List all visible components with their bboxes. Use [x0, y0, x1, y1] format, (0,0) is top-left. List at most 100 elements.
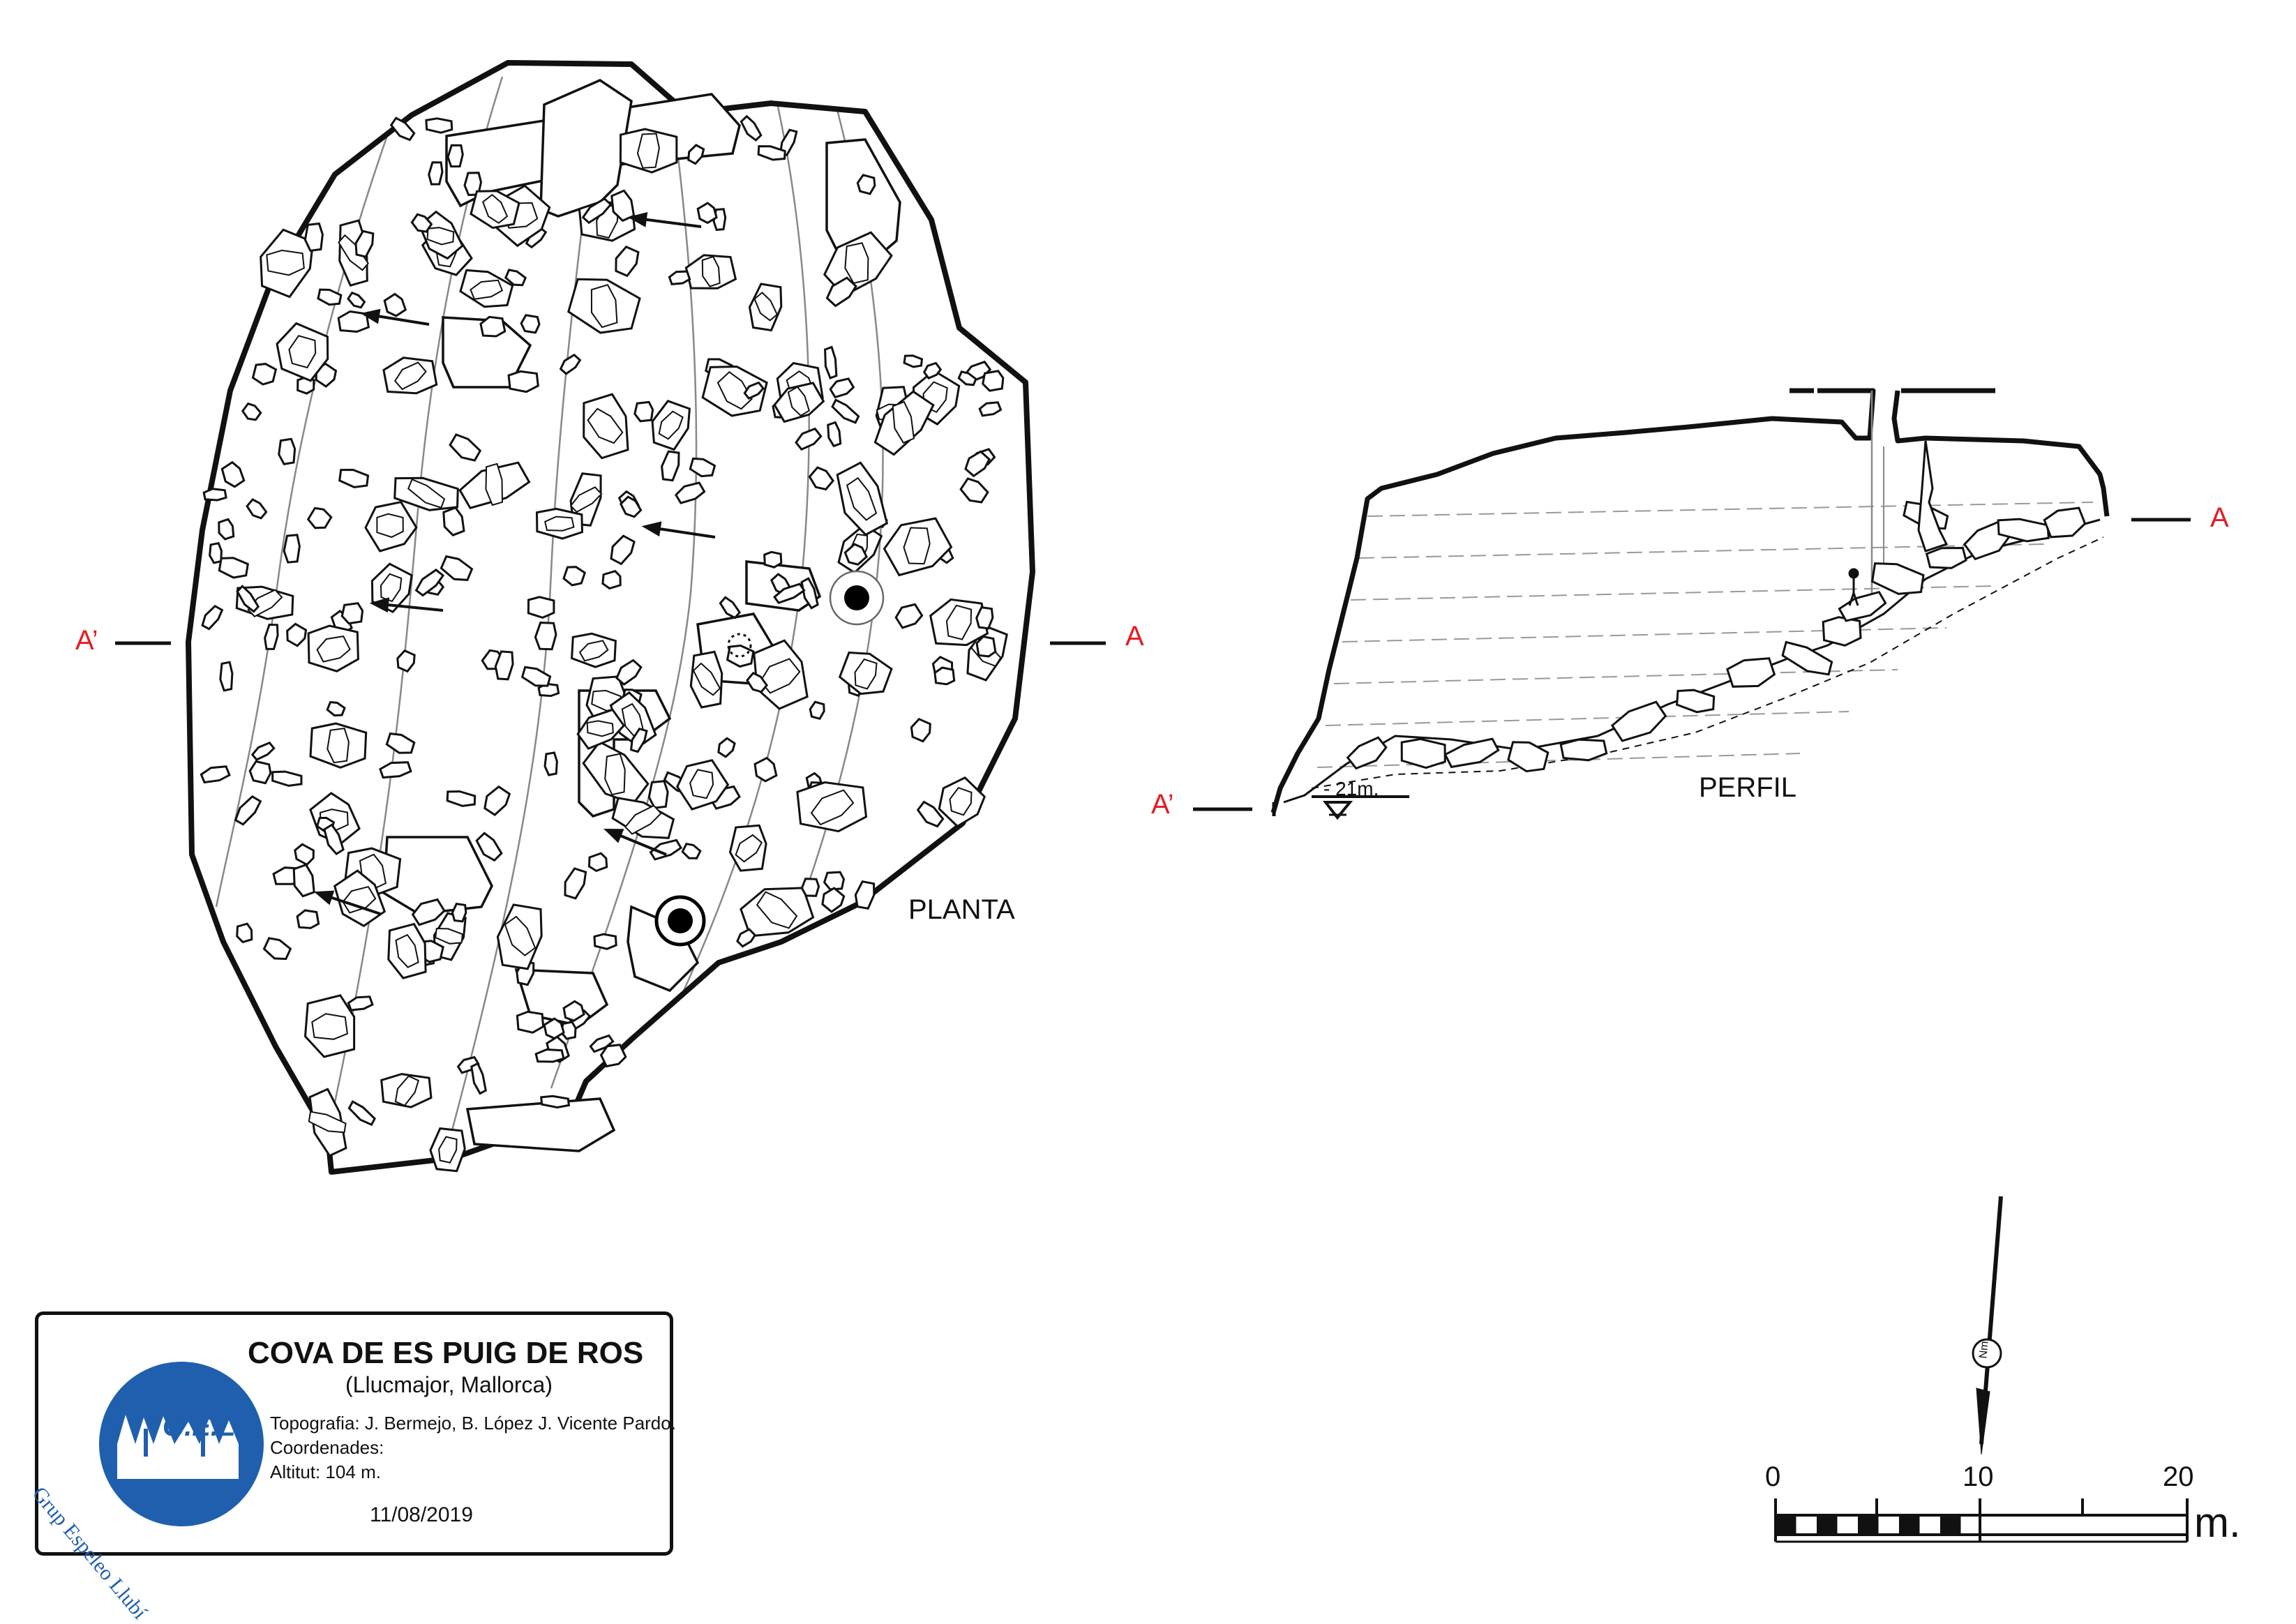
plan-rock-facet	[846, 476, 878, 521]
plan-rock	[543, 1017, 565, 1040]
profile-section-label-right: A	[2210, 502, 2229, 533]
plan-rock-facet	[578, 640, 609, 662]
surveyor-figure-icon	[1848, 568, 1859, 606]
plan-rock	[681, 843, 702, 859]
plan-section-label-left: A’	[75, 625, 98, 656]
plan-rock	[615, 245, 640, 278]
plan-rock	[827, 421, 842, 448]
plan-rock	[449, 433, 482, 462]
plan-rock	[562, 1000, 585, 1022]
plan-rock-facet	[376, 513, 404, 539]
profile-rocks	[1346, 440, 2087, 773]
plan-rock	[736, 928, 757, 948]
profile-hatch-line	[1316, 753, 1801, 768]
plan-rock	[933, 666, 956, 686]
profile-hatch-line	[1333, 669, 1898, 684]
plan-rock	[292, 863, 315, 898]
gell-logo	[99, 1362, 264, 1526]
plan-rock	[746, 672, 768, 693]
profile-rock	[1870, 562, 1925, 595]
plan-rock	[540, 1095, 571, 1109]
plan-rock-facet	[810, 789, 855, 826]
plan-view	[115, 60, 1106, 1175]
plan-rock	[581, 197, 613, 225]
plan-rock-facet	[753, 292, 779, 322]
plan-rock	[396, 649, 416, 673]
plan-rock	[494, 650, 514, 681]
plan-rock	[389, 116, 416, 142]
plan-rock	[354, 230, 375, 258]
logo-text: G.E.LL.	[163, 1411, 260, 1442]
profile-hatch-line	[1367, 502, 2094, 517]
plan-rock	[379, 761, 412, 779]
plan-rock	[843, 543, 868, 566]
slope-arrow-head	[641, 521, 662, 537]
plan-rock	[451, 903, 467, 923]
plan-rock	[323, 823, 345, 856]
plan-rock-facet	[903, 527, 931, 565]
plan-rock	[615, 659, 643, 686]
plan-rock	[740, 114, 763, 142]
scale-segment	[1817, 1515, 1838, 1535]
plan-rock-facet	[590, 284, 618, 329]
plan-rock	[825, 276, 857, 308]
plan-rock	[209, 541, 223, 564]
scale-unit: m.	[2194, 1499, 2241, 1546]
plan-rock	[248, 760, 272, 785]
plan-rock-facet	[689, 769, 714, 799]
plan-rock	[442, 506, 465, 536]
plan-rock	[743, 381, 765, 400]
plan-rock	[601, 570, 622, 590]
plan-rock-facet	[327, 727, 350, 764]
water-level-marker	[1312, 795, 1409, 820]
profile-rock	[1559, 738, 1608, 762]
plan-rock	[251, 363, 278, 386]
scale-segment	[1940, 1515, 1961, 1535]
profile-rock	[1925, 546, 1967, 569]
plan-slope-arrows	[313, 211, 716, 915]
plan-rock	[236, 922, 253, 944]
profile-rock	[1725, 657, 1776, 688]
plan-rock	[463, 172, 483, 197]
plan-rock	[808, 466, 834, 491]
plan-rock-facet	[692, 662, 721, 696]
slope-arrow-head	[313, 890, 335, 905]
plan-rock	[922, 361, 943, 379]
plan-rock	[246, 498, 268, 520]
plan-rock	[726, 644, 755, 668]
plan-rock-facet	[624, 804, 662, 835]
plan-rock-facet	[854, 658, 878, 690]
plan-rock-facet	[438, 1136, 458, 1164]
plan-rock	[560, 1021, 577, 1040]
scale-segment	[1899, 1515, 1920, 1535]
slope-arrow-head	[360, 308, 381, 324]
plan-rock-facet	[701, 255, 721, 287]
plan-rock	[564, 867, 587, 900]
plan-rock	[306, 506, 333, 529]
plan-rock-facet	[949, 787, 973, 816]
profile-rock	[1443, 737, 1500, 769]
plan-rock	[278, 437, 297, 465]
plan-rock	[829, 377, 855, 399]
plan-rock	[317, 288, 343, 306]
scale-tick-20: 20	[2163, 1461, 2194, 1492]
plan-rock	[234, 795, 262, 826]
plan-rock	[696, 202, 718, 225]
plan-rock-facet	[735, 834, 763, 863]
scale-tick-0: 0	[1765, 1461, 1781, 1492]
profile-rock	[1781, 640, 1833, 676]
profile-section-label-left: A’	[1151, 789, 1174, 820]
profile-rock	[2043, 506, 2087, 539]
profile-view	[1193, 388, 2191, 820]
plan-rock	[347, 291, 366, 309]
plan-rock	[975, 606, 994, 630]
plan-rock	[516, 1010, 545, 1034]
scale-bar	[1774, 1498, 2189, 1543]
plan-rock	[428, 161, 444, 186]
plan-rock	[824, 345, 838, 379]
plan-rock	[916, 800, 945, 828]
plan-rock	[633, 400, 654, 423]
survey-location: (Llucmajor, Mallorca)	[345, 1372, 553, 1397]
plan-rock	[559, 353, 582, 375]
title-block: G.E.LL. Grup Espeleo Llubí COVA DE ES PU…	[28, 1311, 676, 1623]
